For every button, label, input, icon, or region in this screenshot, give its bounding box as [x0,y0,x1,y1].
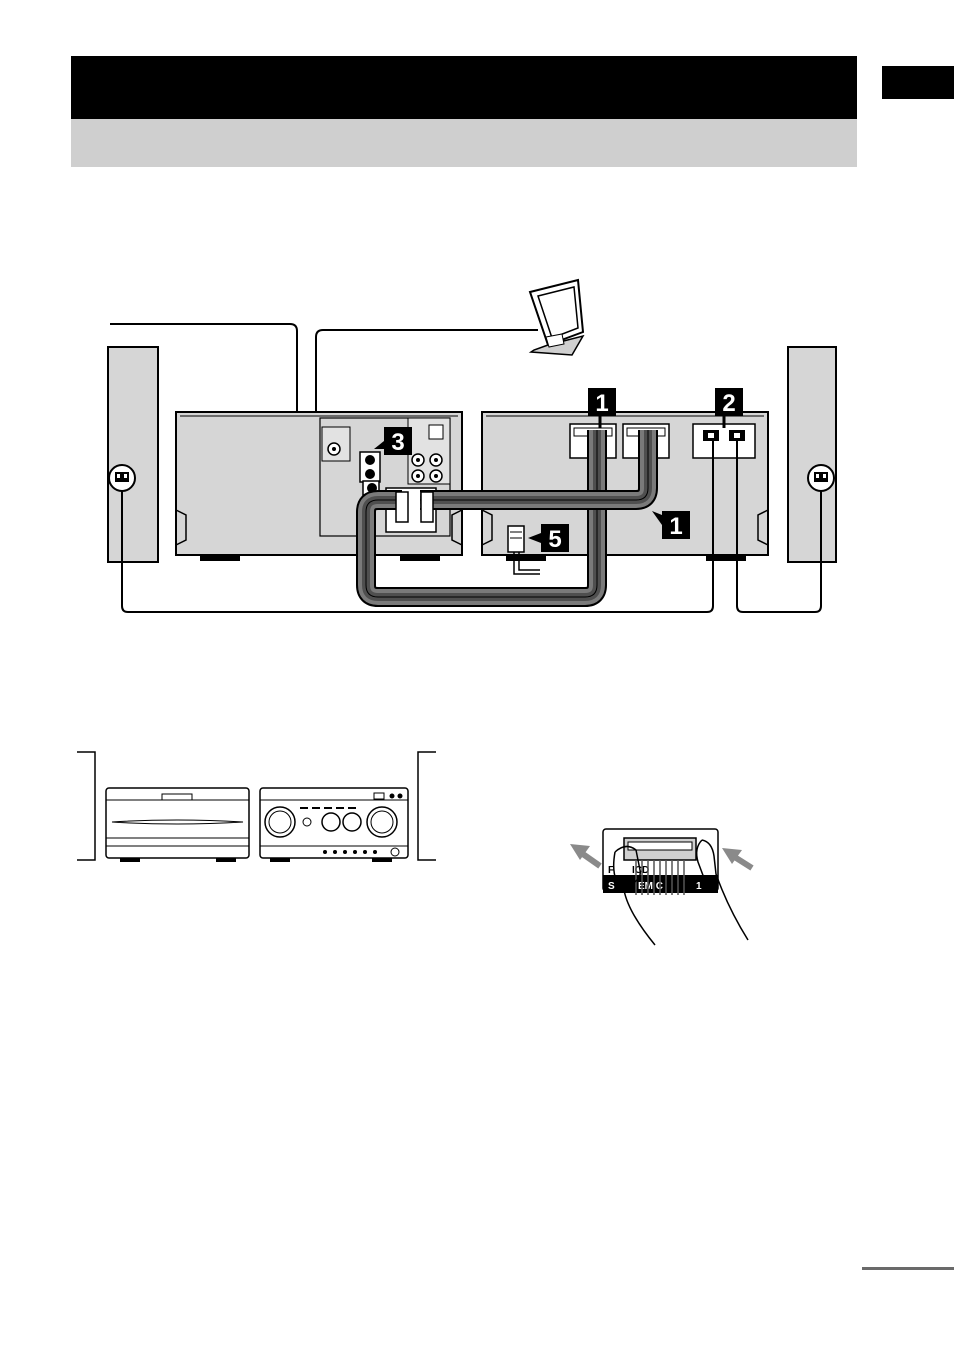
badge-main-cable-top: 1 [588,388,616,417]
left-unit [176,412,462,561]
svg-text:1: 1 [669,513,682,540]
arrow-icon [570,844,600,866]
svg-text:5: 5 [548,526,561,553]
badge-speaker-terminals: 2 [715,388,743,417]
right-speaker [788,347,836,562]
loop-antenna-icon [530,280,583,355]
front-view-units [77,752,436,862]
svg-text:3: 3 [391,429,404,456]
arrow-icon [722,848,752,868]
svg-text:1: 1 [595,390,608,417]
svg-text:S: S [608,881,615,892]
connector-removal-illustration: F ICD S EM C 1 [570,829,752,945]
svg-text:2: 2 [722,390,735,417]
left-speaker [108,347,158,562]
svg-text:1: 1 [696,881,702,892]
continued-rule [862,1267,954,1270]
